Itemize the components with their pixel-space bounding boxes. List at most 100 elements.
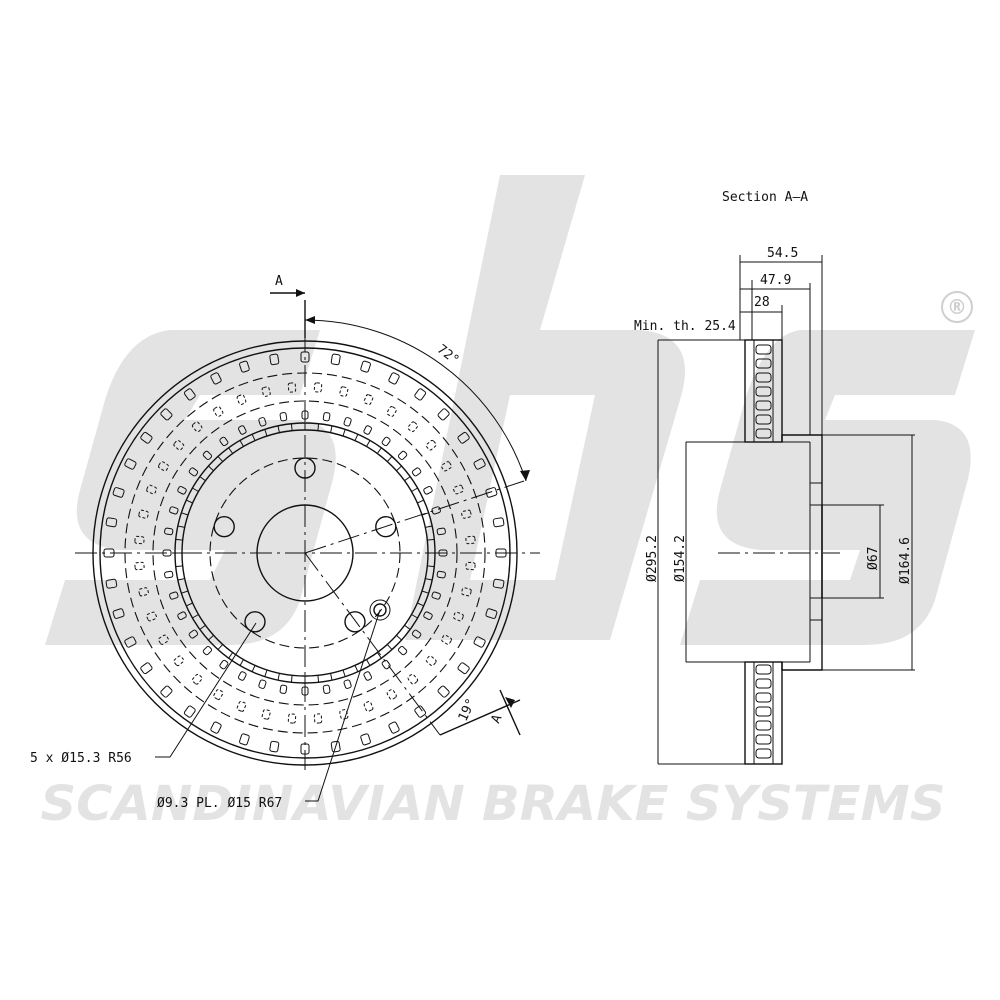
vent-slot xyxy=(397,450,408,461)
vent-slot xyxy=(453,484,464,495)
vent-slot xyxy=(360,360,371,373)
tooth-mark xyxy=(354,433,359,441)
vent-hole-outline xyxy=(369,599,391,621)
vent-slot xyxy=(363,394,374,405)
vent-slot xyxy=(261,386,271,397)
vent-slot xyxy=(457,662,470,675)
vent-slot xyxy=(188,467,199,477)
tooth-mark xyxy=(427,565,435,568)
vent-slot xyxy=(239,733,250,746)
bolt-hole xyxy=(213,516,235,538)
tooth-mark xyxy=(217,644,224,650)
angle-arc-72 xyxy=(304,319,527,482)
vent-slot xyxy=(425,655,437,667)
vent-slot xyxy=(138,587,149,597)
rib-slot xyxy=(755,386,772,397)
tooth-mark xyxy=(228,447,234,454)
vent-slot xyxy=(363,671,372,681)
vent-slot xyxy=(457,431,470,444)
bolt-hole xyxy=(375,516,397,538)
tooth-mark xyxy=(208,634,214,641)
tooth-mark xyxy=(181,512,189,516)
tooth-mark xyxy=(421,590,429,594)
vent-slot xyxy=(177,611,187,620)
registered-mark-icon: ® xyxy=(941,291,973,323)
vent-slot xyxy=(343,417,352,427)
vent-slot xyxy=(411,467,422,477)
vent-slot xyxy=(164,570,174,579)
vent-slot xyxy=(407,673,419,685)
tooth-mark xyxy=(342,429,346,437)
vent-slot xyxy=(134,561,145,571)
vent-slot xyxy=(261,709,271,720)
vent-slot xyxy=(461,587,472,597)
vent-slot xyxy=(322,412,331,422)
bolt-hole xyxy=(244,611,266,633)
vent-slot xyxy=(134,535,145,545)
tooth-mark xyxy=(366,659,371,666)
vent-hole xyxy=(373,603,387,617)
tooth-mark xyxy=(264,669,268,677)
rib-slot xyxy=(755,344,772,355)
vent-slot xyxy=(191,673,203,685)
vent-slot xyxy=(279,684,288,694)
vent-slot xyxy=(213,689,224,700)
vent-slot xyxy=(425,439,437,451)
vent-slot xyxy=(492,578,505,589)
dim-hat-inner-diameter: Ø154.2 xyxy=(673,535,688,582)
vent-slot xyxy=(236,394,247,405)
dim-hat-outer-diameter: Ø164.6 xyxy=(898,537,913,584)
tooth-mark xyxy=(396,634,402,641)
vent-slot xyxy=(313,713,323,724)
tooth-mark xyxy=(239,440,244,447)
rib-slot xyxy=(755,372,772,383)
tooth-mark xyxy=(217,456,224,462)
vent-slot xyxy=(381,659,391,670)
vent-slot xyxy=(485,487,498,498)
section-title: Section A–A xyxy=(722,190,808,205)
dim-hat-width: 47.9 xyxy=(760,273,791,288)
vent-slot xyxy=(360,733,371,746)
vent-slot xyxy=(279,412,288,422)
vent-slot xyxy=(363,425,372,435)
vent-slot xyxy=(322,684,331,694)
vent-slot xyxy=(269,353,280,366)
vent-slot xyxy=(407,421,419,433)
vent-slot xyxy=(160,408,173,421)
tooth-mark xyxy=(228,652,234,659)
tooth-mark xyxy=(192,614,199,619)
vent-slot xyxy=(431,591,441,600)
vent-slot xyxy=(437,408,450,421)
vent-slot xyxy=(173,655,185,667)
vent-slot xyxy=(363,701,374,712)
vent-slot xyxy=(411,629,422,639)
vent-slot xyxy=(177,486,187,495)
tooth-mark xyxy=(386,644,393,650)
tooth-mark xyxy=(239,659,244,666)
svg-text:A: A xyxy=(275,274,283,289)
vent-slot xyxy=(258,679,267,689)
tooth-mark xyxy=(177,578,185,581)
vent-slot xyxy=(160,685,173,698)
tooth-mark xyxy=(277,673,280,681)
vent-ribs xyxy=(755,344,772,759)
vent-holes-label: Ø9.3 PL. Ø15 R67 xyxy=(157,796,282,811)
vent-slot xyxy=(453,611,464,622)
dim-disc-thickness: 28 xyxy=(754,295,770,310)
tooth-mark xyxy=(417,602,425,607)
tooth-mark xyxy=(425,525,433,528)
tooth-mark xyxy=(317,423,320,431)
vent-slot xyxy=(183,705,196,718)
vent-slot xyxy=(146,611,157,622)
tooth-mark xyxy=(404,624,411,630)
vent-slot xyxy=(436,527,446,536)
tooth-mark xyxy=(396,465,402,472)
brand-watermark-text: SCANDINAVIAN BRAKE SYSTEMS xyxy=(41,776,946,832)
vent-slot xyxy=(441,634,452,645)
vent-slot xyxy=(473,458,486,470)
vent-slot xyxy=(140,431,153,444)
vent-slot xyxy=(219,436,229,447)
rib-slot xyxy=(755,428,772,439)
svg-text:72°: 72° xyxy=(434,342,462,368)
vent-slot xyxy=(388,372,400,385)
